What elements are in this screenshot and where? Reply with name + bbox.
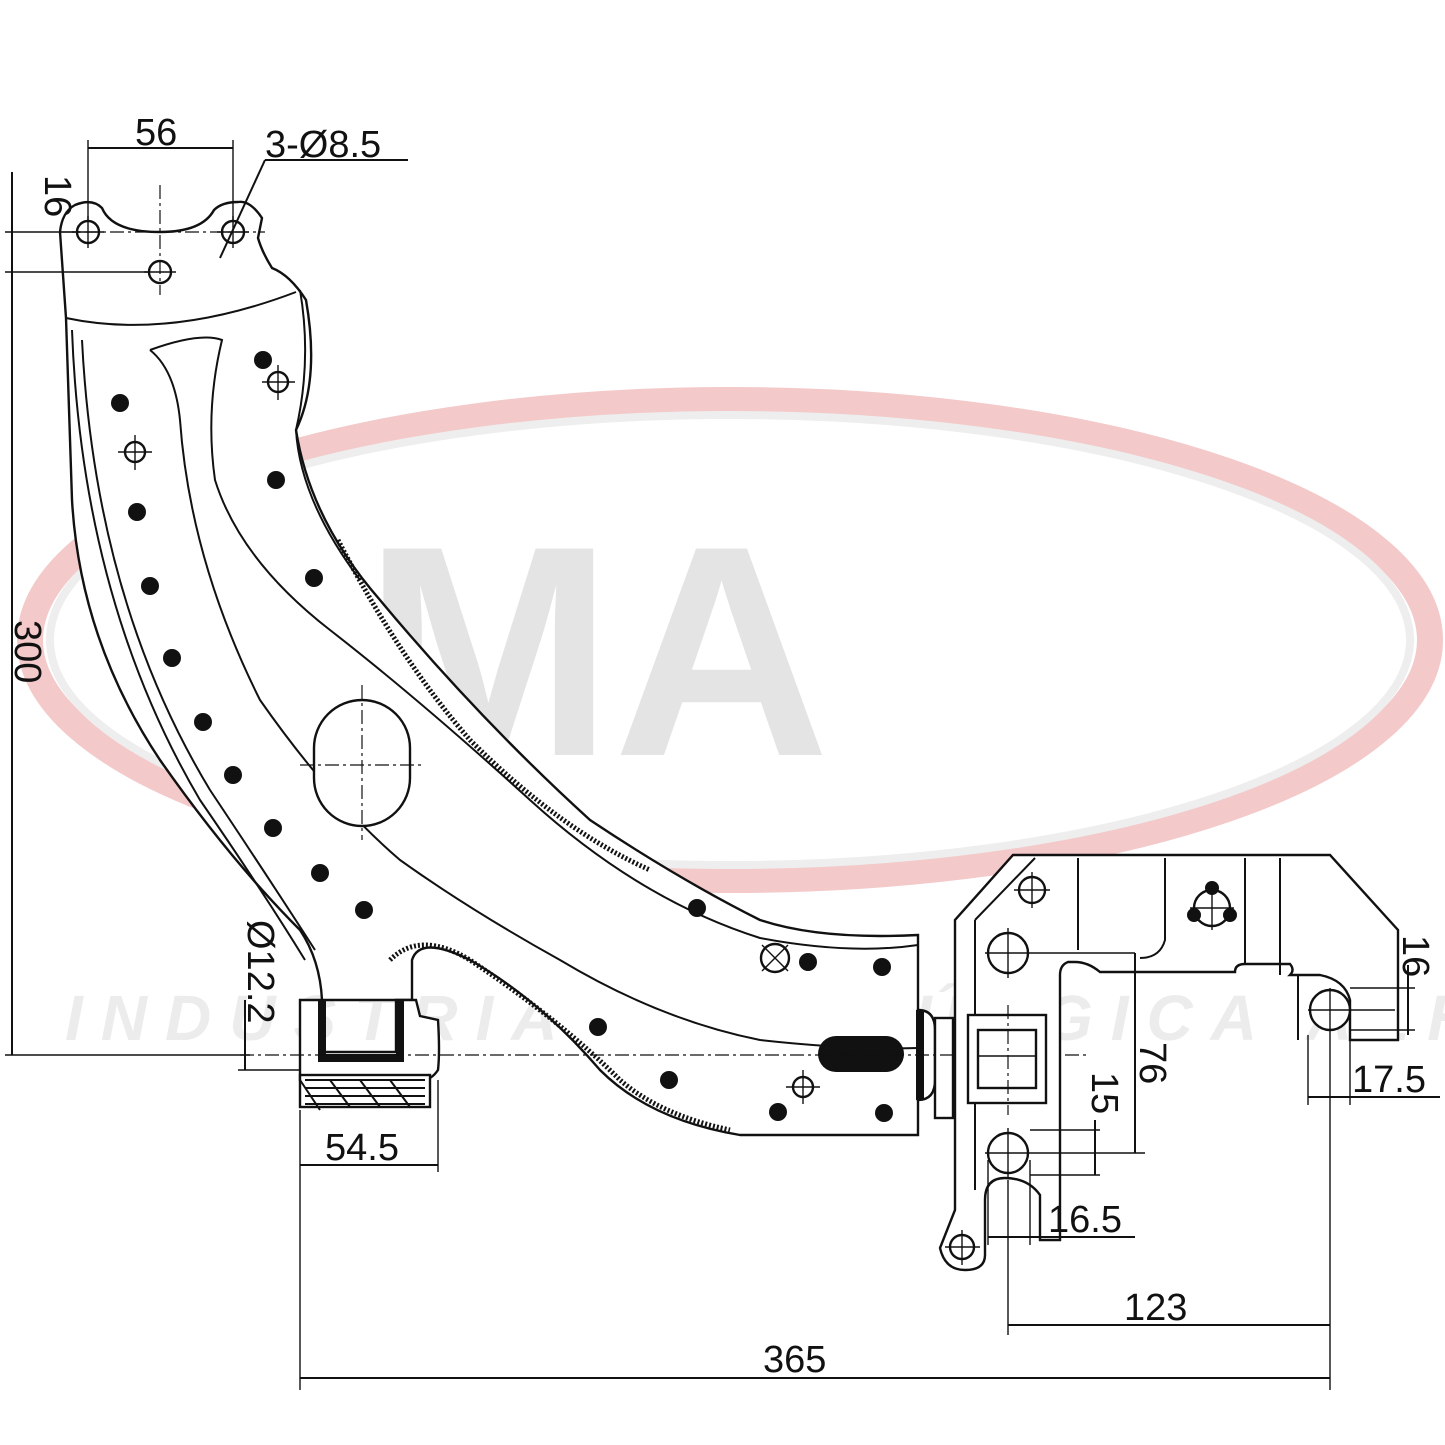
rivet-dot [194, 713, 212, 731]
rivet-dot [128, 503, 146, 521]
mount-edge [65, 291, 297, 326]
watermark-ring-inner [46, 411, 1414, 869]
rivet-dot [660, 1071, 678, 1089]
flange-edge [294, 289, 361, 581]
rivet-dot [355, 901, 373, 919]
dim-overall-height: 300 [6, 620, 48, 683]
rivet-dot [111, 394, 129, 412]
rear-bushing-core [818, 1036, 904, 1072]
arm-crosshair-holes [118, 365, 820, 1104]
watermark-ring [17, 387, 1443, 893]
rivet-dot [875, 1104, 893, 1122]
arm-outline [58, 200, 920, 1137]
dimension-labels: 56 3-Ø8.5 16 300 Ø12.2 54.5 76 15 16.5 1… [6, 112, 1436, 1381]
front-bushing [298, 998, 441, 1111]
rib-left-outer [71, 329, 306, 961]
bushing-sleeve [318, 1000, 404, 1062]
dim-bracket-span: 123 [1124, 1287, 1187, 1329]
control-arm [58, 200, 920, 1137]
rivet-dot [264, 819, 282, 837]
dim-right-offset-v: 16 [1394, 935, 1436, 977]
dimension-lines [5, 140, 1440, 1390]
dim-bracket-hole-h: 16.5 [1048, 1199, 1122, 1241]
top-mount-holes [60, 185, 265, 295]
rivet-dot [163, 649, 181, 667]
dim-right-offset-h: 17.5 [1352, 1059, 1426, 1101]
rivet-dot [589, 1018, 607, 1036]
rib-left [81, 339, 316, 951]
dim-overall-length: 365 [763, 1339, 826, 1381]
rivet-dot [267, 471, 285, 489]
rivet-dot [305, 569, 323, 587]
rivet-dot [254, 351, 272, 369]
dim-bushing-width: 54.5 [325, 1127, 399, 1169]
dim-top-hole-spacing: 56 [135, 112, 177, 154]
dim-top-offset: 16 [36, 175, 78, 217]
rivet-dot [141, 577, 159, 595]
mounting-bracket [938, 853, 1400, 1272]
rivet-dot [769, 1103, 787, 1121]
channel-lower [149, 349, 919, 1050]
rivet-dot [873, 958, 891, 976]
dim-bracket-height: 76 [1131, 1042, 1173, 1084]
rivet-dot [799, 953, 817, 971]
channel-upper [149, 336, 919, 950]
dim-bushing-diameter: Ø12.2 [239, 920, 281, 1024]
rivet-dot [311, 864, 329, 882]
rivet-dot [224, 766, 242, 784]
rivet-dot [688, 899, 706, 917]
dim-hole-callout: 3-Ø8.5 [265, 124, 381, 166]
weld-seam-upper [335, 538, 652, 873]
rivet-dots [111, 351, 893, 1122]
dim-bracket-offset-v: 15 [1083, 1072, 1125, 1114]
bracket-outline [938, 853, 1400, 1272]
